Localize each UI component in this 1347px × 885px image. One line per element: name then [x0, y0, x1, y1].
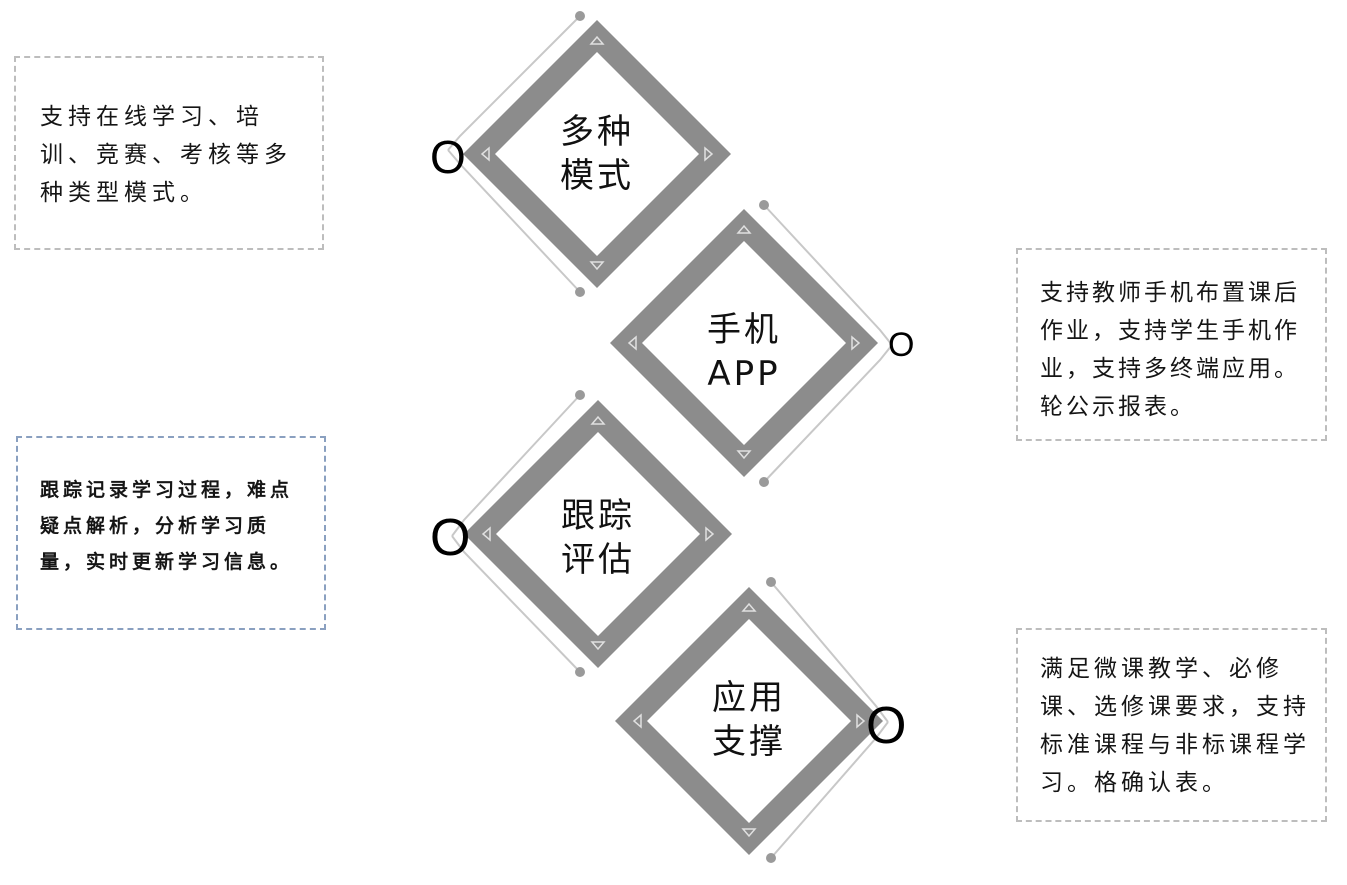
- arrow-right-icon: [705, 526, 715, 542]
- arrow-left-icon: [481, 526, 491, 542]
- arrow-up-icon: [736, 224, 752, 234]
- connector-line-2b: [763, 344, 893, 483]
- description-box-4: 满足微课教学、必修课、选修课要求，支持标准课程与非标课程学习。格确认表。: [1016, 628, 1327, 822]
- connector-line-1b: [447, 149, 581, 293]
- connector-dots: [575, 11, 776, 863]
- arrow-left-icon: [627, 335, 637, 351]
- connector-dot: [759, 200, 769, 210]
- arrow-up-icon: [741, 602, 757, 612]
- arrow-down-icon: [741, 828, 757, 838]
- arrow-right-icon: [704, 146, 714, 162]
- connector-line-4a: [770, 581, 889, 723]
- connector-dot: [575, 11, 585, 21]
- diamond-4: [615, 587, 883, 855]
- arrow-up-icon: [590, 415, 606, 425]
- diamond-1-line1: 多种: [560, 112, 634, 152]
- marker-1: O: [430, 131, 466, 183]
- diamond-3-label: 跟踪 评估: [518, 494, 678, 582]
- arrow-left-icon: [632, 713, 642, 729]
- arrow-left-icon: [480, 146, 490, 162]
- connector-dot: [575, 287, 585, 297]
- arrow-up-icon: [589, 35, 605, 45]
- description-text-1: 支持在线学习、培训、竞赛、考核等多种类型模式。: [40, 104, 292, 206]
- diamond-1: [463, 20, 731, 288]
- connector-dot: [575, 667, 585, 677]
- connector-dot: [766, 577, 776, 587]
- connector-line-3b: [451, 535, 581, 673]
- connector-dot: [759, 477, 769, 487]
- diamond-4-line1: 应用: [712, 678, 786, 718]
- connector-dot: [766, 853, 776, 863]
- arrow-down-icon: [736, 450, 752, 460]
- connector-dot: [575, 390, 585, 400]
- connector-line-1a: [447, 15, 581, 151]
- diamond-4-line2: 支撑: [712, 722, 786, 762]
- diamond-4-label: 应用 支撑: [669, 676, 829, 764]
- diamond-2-line2: APP: [707, 354, 781, 394]
- description-box-3: 跟踪记录学习过程，难点疑点解析，分析学习质量，实时更新学习信息。: [16, 436, 326, 630]
- diamond-2-line1: 手机: [707, 310, 781, 350]
- diamond-1-line2: 模式: [560, 156, 634, 196]
- description-text-2: 支持教师手机布置课后作业，支持学生手机作业，支持多终端应用。轮公示报表。: [1040, 280, 1300, 420]
- description-text-4: 满足微课教学、必修课、选修课要求，支持标准课程与非标课程学习。格确认表。: [1040, 656, 1310, 796]
- arrow-right-icon: [856, 713, 866, 729]
- description-box-2: 支持教师手机布置课后作业，支持学生手机作业，支持多终端应用。轮公示报表。: [1016, 248, 1327, 441]
- diamond-3: [464, 400, 732, 668]
- arrow-down-icon: [590, 641, 606, 651]
- connector-line-3a: [451, 394, 581, 537]
- diamond-2: [610, 209, 878, 477]
- connector-line-4b: [770, 721, 889, 859]
- marker-2: O: [888, 326, 915, 364]
- marker-3: O: [430, 509, 471, 567]
- arrow-down-icon: [589, 261, 605, 271]
- marker-4: O: [866, 697, 907, 755]
- arrow-right-icon: [851, 335, 861, 351]
- connector-line-2a: [763, 204, 893, 346]
- connector-lines: [447, 15, 893, 859]
- diamond-3-line2: 评估: [561, 540, 635, 580]
- diamond-2-label: 手机 APP: [664, 308, 824, 396]
- diamond-1-label: 多种 模式: [517, 110, 677, 198]
- description-text-3: 跟踪记录学习过程，难点疑点解析，分析学习质量，实时更新学习信息。: [40, 479, 294, 573]
- diamond-3-line1: 跟踪: [561, 496, 635, 536]
- description-box-1: 支持在线学习、培训、竞赛、考核等多种类型模式。: [14, 56, 324, 250]
